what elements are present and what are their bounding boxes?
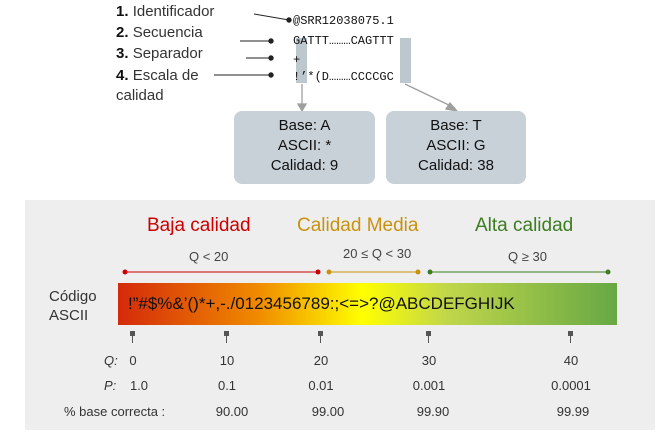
q-value-20: 20 bbox=[313, 353, 329, 368]
label-escala-calidad: 4. Escala de calidad bbox=[116, 67, 199, 104]
range-dot-high-end bbox=[605, 269, 611, 275]
info-quality-t: Calidad: 38 bbox=[418, 157, 494, 174]
range-dot-low-end bbox=[315, 269, 321, 275]
category-title-medium: Calidad Media bbox=[297, 215, 419, 236]
connector-dot-secuencia bbox=[268, 38, 274, 44]
info-quality-a: Calidad: 9 bbox=[270, 157, 339, 174]
info-base-t: Base: T bbox=[430, 117, 482, 134]
info-ascii-a: ASCII: * bbox=[277, 137, 332, 154]
tick-head-q40 bbox=[568, 331, 573, 336]
info-box-base-t: Base: T ASCII: G Calidad: 38 bbox=[386, 111, 526, 184]
pct-value-20: 99.00 bbox=[311, 404, 345, 419]
highlight-base-a bbox=[296, 38, 307, 83]
range-dot-medium-start bbox=[326, 269, 332, 275]
pct-value-30: 99.90 bbox=[416, 404, 450, 419]
label-identificador: 1. Identificador bbox=[116, 3, 215, 20]
tick-stem-q20 bbox=[320, 331, 321, 343]
tick-head-q0 bbox=[130, 331, 135, 336]
row-label-pct: % base correcta : bbox=[64, 404, 166, 419]
pct-value-40: 99.99 bbox=[556, 404, 590, 419]
info-box-base-a: Base: A ASCII: * Calidad: 9 bbox=[234, 111, 375, 184]
ascii-characters: !”#$%&’()*+,-./0123456789:;<=>?@ABCDEFGH… bbox=[128, 294, 515, 313]
tick-stem-q40 bbox=[570, 331, 571, 343]
info-base-a: Base: A bbox=[278, 117, 331, 134]
label-secuencia: 2. Secuencia bbox=[116, 24, 203, 41]
fastq-sep-line: + bbox=[293, 53, 301, 67]
connector-dot-escala bbox=[268, 72, 274, 78]
fastq-id-line: @SRR12038075.1 bbox=[293, 14, 394, 28]
row-label-p: P: bbox=[104, 378, 117, 393]
connector-identificador bbox=[253, 13, 290, 21]
tick-head-q30 bbox=[426, 331, 431, 336]
range-dot-low-start bbox=[122, 269, 128, 275]
highlight-base-t bbox=[400, 38, 411, 83]
tick-stem-q0 bbox=[132, 331, 133, 343]
connector-dot-separador bbox=[268, 55, 274, 61]
p-value-40: 0.0001 bbox=[551, 378, 591, 393]
ascii-label-line1: Código bbox=[49, 288, 97, 305]
q-value-40: 40 bbox=[563, 353, 579, 368]
arrow-head-base-a bbox=[296, 103, 308, 113]
p-value-30: 0.001 bbox=[412, 378, 446, 393]
arrow-base-t bbox=[404, 83, 456, 109]
range-dot-medium-end bbox=[415, 269, 421, 275]
row-label-q: Q: bbox=[104, 353, 118, 368]
info-ascii-t: ASCII: G bbox=[426, 137, 486, 154]
arrow-head-base-t bbox=[444, 101, 459, 112]
category-range-high: Q ≥ 30 bbox=[508, 249, 547, 264]
q-value-0: 0 bbox=[129, 353, 137, 368]
p-value-20: 0.01 bbox=[308, 378, 334, 393]
category-range-low: Q < 20 bbox=[189, 249, 229, 264]
q-value-30: 30 bbox=[421, 353, 437, 368]
connector-lines bbox=[214, 13, 459, 113]
tick-stem-q30 bbox=[428, 331, 429, 343]
range-dot-high-start bbox=[427, 269, 433, 275]
ascii-label-line2: ASCII bbox=[49, 307, 89, 324]
tick-head-q20 bbox=[318, 331, 323, 336]
fastq-qual-line: !’*(D………CCCCGC bbox=[293, 70, 394, 84]
p-value-0: 1.0 bbox=[129, 378, 149, 393]
pct-value-10: 90.00 bbox=[215, 404, 249, 419]
ascii-gradient-bar bbox=[118, 283, 617, 325]
connector-dot-identificador bbox=[286, 17, 292, 23]
p-value-10: 0.1 bbox=[217, 378, 237, 393]
category-range-medium: 20 ≤ Q < 30 bbox=[343, 246, 412, 261]
ascii-label: Código ASCII bbox=[49, 287, 97, 325]
category-title-high: Alta calidad bbox=[475, 215, 574, 236]
category-title-low: Baja calidad bbox=[147, 215, 251, 236]
tick-head-q10 bbox=[224, 331, 229, 336]
fastq-seq-line: GATTT………CAGTTT bbox=[293, 34, 394, 48]
q-value-10: 10 bbox=[219, 353, 235, 368]
category-range-lines bbox=[122, 269, 611, 275]
label-separador: 3. Separador bbox=[116, 45, 203, 62]
tick-stem-q10 bbox=[226, 331, 227, 343]
